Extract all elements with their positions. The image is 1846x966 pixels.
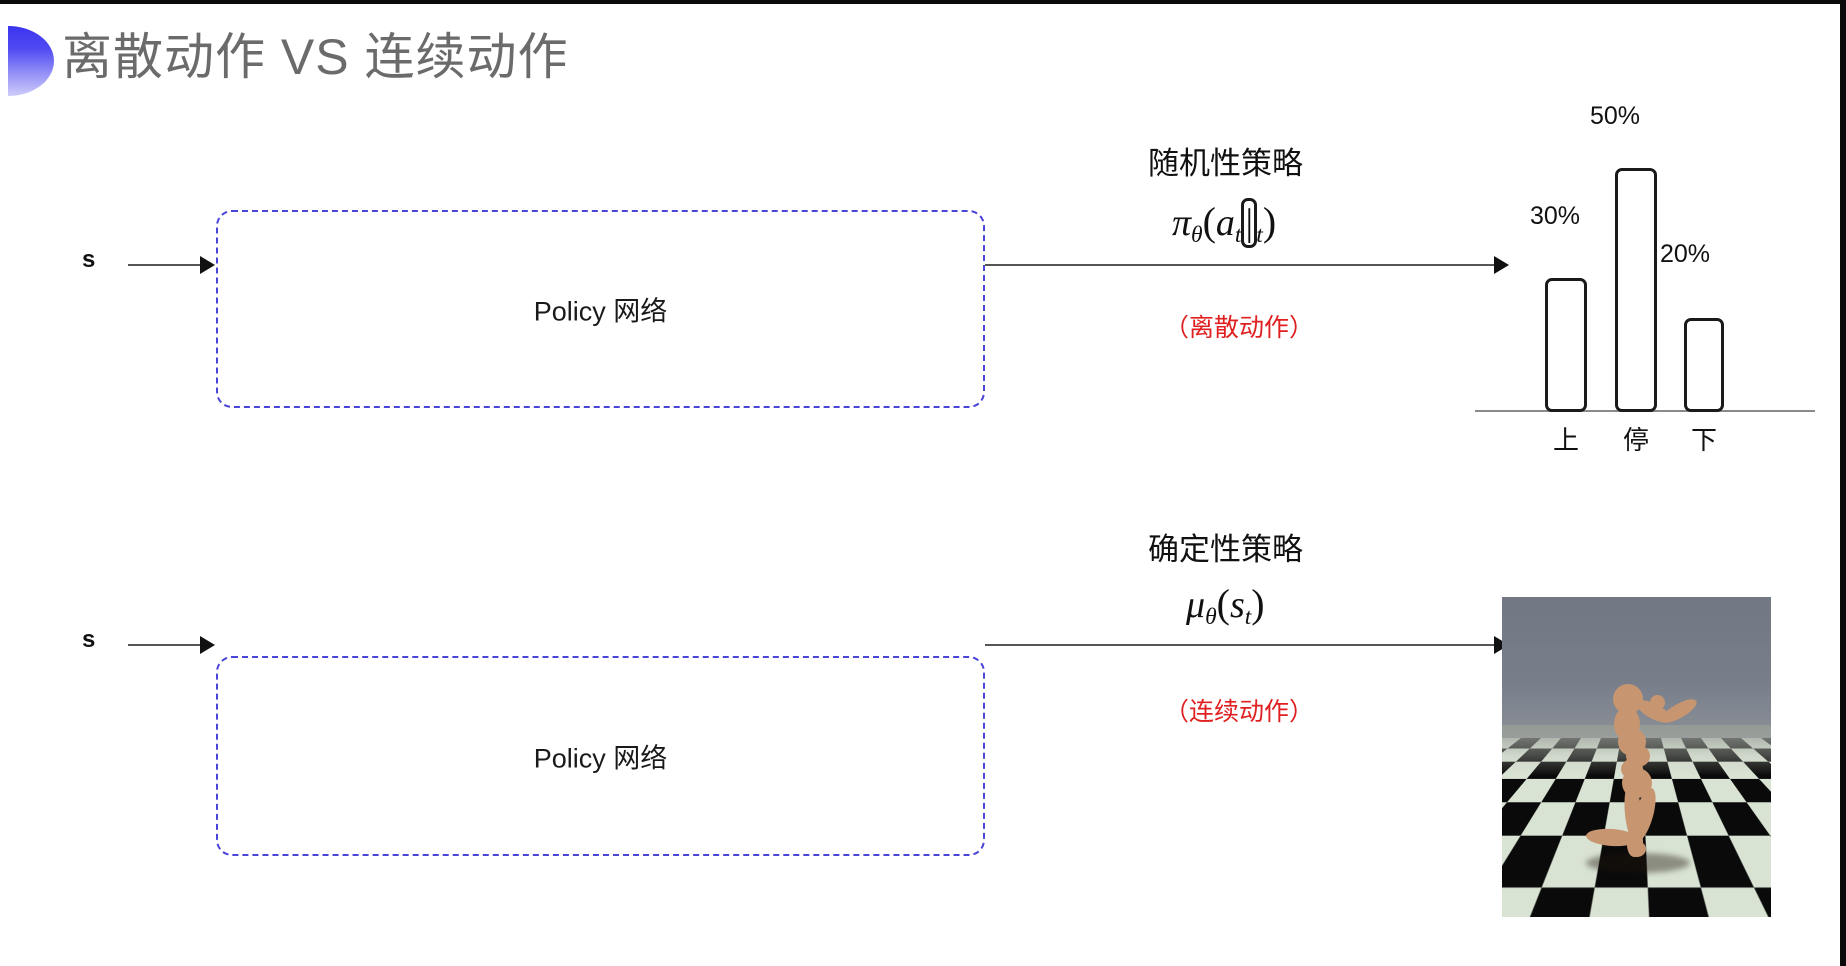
letterbox-top <box>0 0 1846 4</box>
discrete-action-note: （离散动作） <box>1164 314 1315 342</box>
bar-category-2: 下 <box>1690 425 1717 455</box>
formula-theta-sub: θ <box>1191 222 1203 249</box>
letterbox-right <box>1840 0 1846 966</box>
stochastic-policy-heading: 随机性策略 <box>1148 146 1303 181</box>
state-input-label-discrete: s <box>82 246 96 273</box>
humanoid-hand <box>1650 695 1665 710</box>
bar-value-1: 50% <box>1589 102 1641 130</box>
stochastic-policy-formula: πθ(at|st) <box>1172 198 1276 249</box>
output-arrow-line-discrete <box>985 264 1497 266</box>
formula-s-sub-2: t <box>1244 604 1252 631</box>
bar-category-0: 上 <box>1552 425 1579 455</box>
formula-close-paren-2: ) <box>1251 581 1265 626</box>
bar-category-1: 停 <box>1622 425 1649 455</box>
deterministic-policy-formula: μθ(st) <box>1186 580 1265 631</box>
humanoid-shadow <box>1586 853 1690 873</box>
formula-a: a <box>1215 202 1235 244</box>
policy-network-box-discrete[interactable]: Policy 网络 <box>216 210 985 408</box>
state-input-label-continuous: s <box>82 626 96 653</box>
formula-theta-sub-2: θ <box>1205 604 1217 631</box>
continuous-action-note: （连续动作） <box>1164 698 1315 726</box>
formula-mu: μ <box>1186 584 1206 626</box>
formula-open-paren-2: ( <box>1216 581 1230 626</box>
input-arrow-line-discrete <box>128 264 202 266</box>
formula-open-paren: ( <box>1202 199 1216 244</box>
humanoid-foot-front <box>1628 841 1646 857</box>
input-arrow-head-discrete <box>200 256 215 274</box>
formula-s-sub: t <box>1256 222 1263 249</box>
bar-value-2: 20% <box>1659 240 1711 268</box>
formula-a-sub: t <box>1234 222 1242 249</box>
output-arrow-line-continuous <box>985 644 1497 646</box>
input-arrow-head-continuous <box>200 636 215 654</box>
page-title: 离散动作 VS 连续动作 <box>62 29 569 85</box>
bar-2 <box>1684 318 1724 412</box>
formula-pi: π <box>1172 202 1192 244</box>
half-circle-bullet-icon <box>8 26 54 96</box>
formula-s-2: s <box>1229 584 1245 626</box>
formula-pipe: | <box>1241 198 1258 248</box>
policy-network-label-continuous: Policy 网络 <box>533 743 668 774</box>
humanoid-simulation-image <box>1502 597 1771 917</box>
formula-close-paren: ) <box>1262 199 1277 244</box>
deterministic-policy-heading: 确定性策略 <box>1148 532 1303 567</box>
policy-network-box-continuous[interactable]: Policy 网络 <box>216 656 985 856</box>
bar-0 <box>1545 278 1587 412</box>
input-arrow-line-continuous <box>128 644 202 646</box>
action-probability-bar-chart: 30% 上 50% 停 20% 下 <box>1470 90 1820 455</box>
output-arrow-head-discrete <box>1494 256 1509 274</box>
bar-value-0: 30% <box>1529 202 1581 230</box>
policy-network-label-discrete: Policy 网络 <box>533 296 668 327</box>
bar-1 <box>1615 168 1657 412</box>
